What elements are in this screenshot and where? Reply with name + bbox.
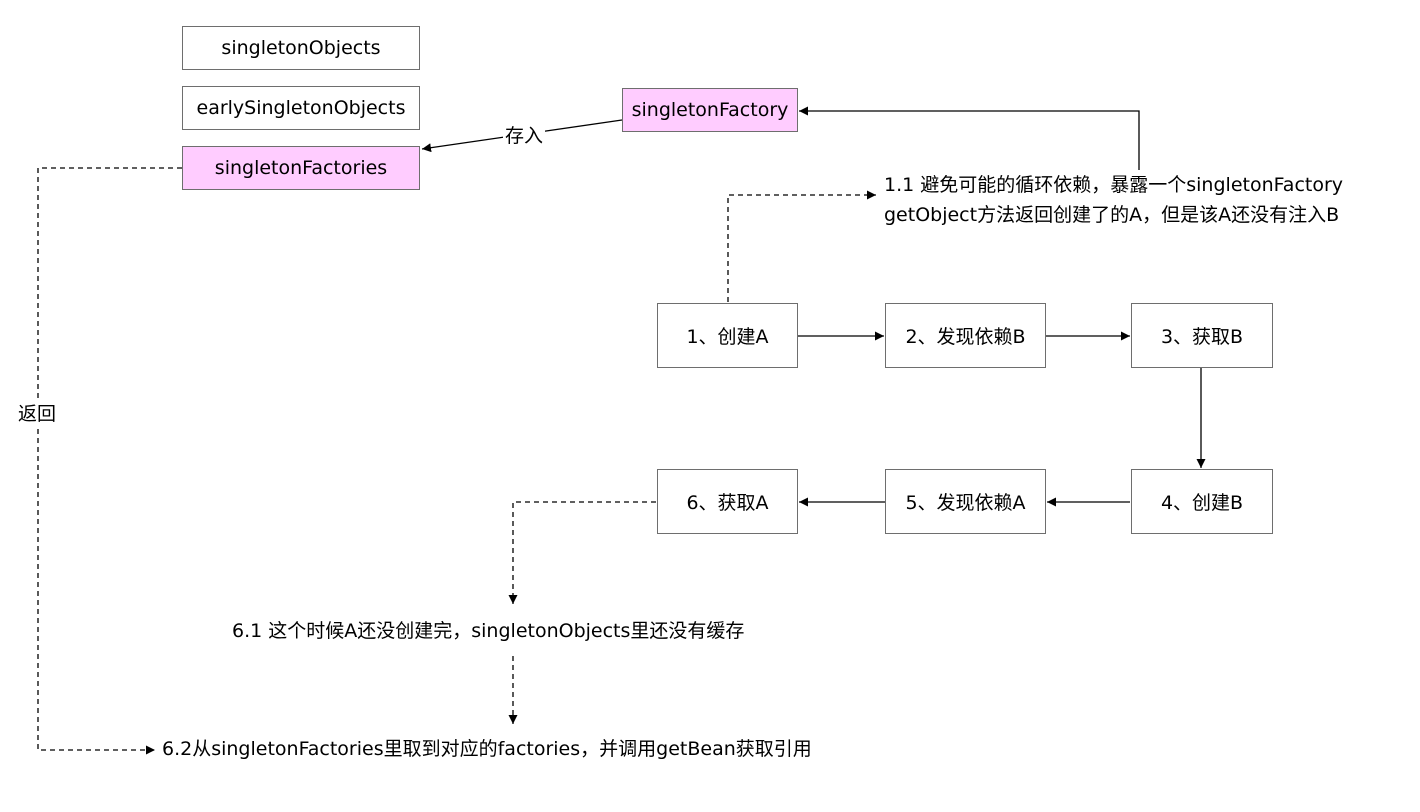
- step2-label: 2、发现依赖B: [905, 326, 1026, 348]
- step6-to-note61-arrow: [508, 501, 656, 604]
- step1-label: 1、创建A: [686, 326, 769, 348]
- expose-factory-arrow: [799, 106, 1140, 170]
- return-arrow: [37, 167, 182, 755]
- return-label: 返回: [16, 400, 59, 428]
- step5-label: 5、发现依赖A: [905, 492, 1026, 514]
- singleton-factories-label: singletonFactories: [214, 157, 388, 179]
- step1-to-note-arrow: [727, 190, 876, 302]
- store-label: 存入: [503, 122, 546, 150]
- note-6-1: 6.1 这个时候A还没创建完，singletonObjects里还没有缓存: [232, 620, 745, 642]
- step5-box: 5、发现依赖A: [885, 469, 1046, 534]
- step1-box: 1、创建A: [657, 303, 798, 368]
- step2-box: 2、发现依赖B: [885, 303, 1046, 368]
- step3-box: 3、获取B: [1131, 303, 1273, 368]
- step3-label: 3、获取B: [1160, 326, 1244, 348]
- singleton-objects-label: singletonObjects: [221, 37, 381, 59]
- early-singleton-objects-label: earlySingletonObjects: [196, 97, 406, 119]
- singleton-factories-box: singletonFactories: [182, 146, 420, 190]
- note-1-1-line2: getObject方法返回创建了的A，但是该A还没有注入B: [884, 204, 1340, 226]
- singleton-objects-box: singletonObjects: [182, 26, 420, 70]
- step4-box: 4、创建B: [1131, 469, 1273, 534]
- step6-box: 6、获取A: [657, 469, 798, 534]
- note-1-1-line1: 1.1 避免可能的循环依赖，暴露一个singletonFactory: [884, 174, 1344, 196]
- step6-label: 6、获取A: [686, 492, 769, 514]
- early-singleton-objects-box: earlySingletonObjects: [182, 86, 420, 130]
- note-6-2: 6.2从singletonFactories里取到对应的factories，并调…: [162, 738, 812, 760]
- singleton-factory-box: singletonFactory: [622, 88, 798, 132]
- step4-label: 4、创建B: [1160, 492, 1244, 514]
- singleton-factory-label: singletonFactory: [631, 99, 789, 121]
